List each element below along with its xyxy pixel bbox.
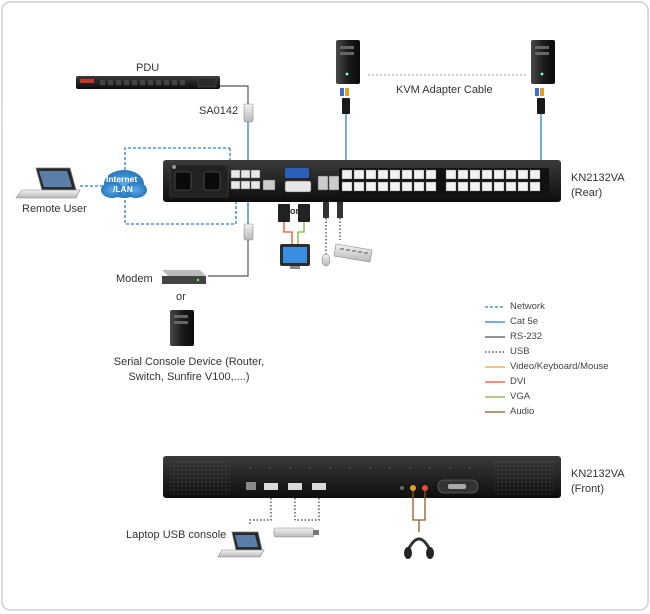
sa0142-label: SA0142 xyxy=(199,105,239,117)
legend-rs232: RS-232 xyxy=(510,331,543,342)
kvm-adapter-cable-left xyxy=(340,88,350,163)
pdu-rs232-cable xyxy=(220,85,249,104)
keyboard-icon xyxy=(333,243,373,263)
legend-vga: VGA xyxy=(510,391,531,402)
modem-rs232-cable xyxy=(208,240,249,277)
legend-audio: Audio xyxy=(510,406,535,417)
modem-label: Modem xyxy=(116,273,153,285)
legend-video-keyboard-mouse: Video/Keyboard/Mouse xyxy=(510,361,609,372)
network-dashed-path xyxy=(124,147,237,225)
pdu-label: PDU xyxy=(136,62,160,74)
kn2132va-rear-unit xyxy=(163,160,561,202)
pdu-device xyxy=(76,76,220,89)
rear-suffix-label: (Rear) xyxy=(571,187,603,199)
legend-dvi: DVI xyxy=(510,376,526,387)
headset-icon xyxy=(404,537,434,559)
legend-cat5e: Cat 5e xyxy=(510,316,538,327)
or-label-modem: or xyxy=(176,291,186,303)
server-right-icon xyxy=(531,40,555,84)
internet-cloud-icon xyxy=(101,170,147,198)
legend-network: Network xyxy=(510,301,545,312)
monitor-icon xyxy=(280,244,310,269)
console-connectors xyxy=(278,202,343,256)
rear-model-label: KN2132VA xyxy=(571,172,625,184)
legend-usb: USB xyxy=(510,346,530,357)
kvm-adapter-label: KVM Adapter Cable xyxy=(396,84,493,96)
remote-user-laptop-icon xyxy=(15,167,81,199)
serial-console-label-2: Switch, Sunfire V100,....) xyxy=(128,371,250,383)
laptop-usb-console-icon xyxy=(217,531,265,558)
or-label-console: or xyxy=(290,206,299,216)
internet-label: Internet xyxy=(106,174,138,184)
front-usb-cable-2 xyxy=(295,498,320,521)
lan-label: /LAN xyxy=(113,184,133,194)
remote-user-label: Remote User xyxy=(22,203,87,215)
sa0142-adapter-top xyxy=(243,103,254,123)
server-left-icon xyxy=(336,40,360,84)
usb-stick-icon xyxy=(273,527,319,538)
kvm-adapter-cable-right xyxy=(535,88,545,163)
kn2132va-front-unit xyxy=(163,456,561,498)
laptop-usb-console-label: Laptop USB console xyxy=(126,529,227,541)
serial-console-tower-icon xyxy=(170,310,194,346)
mouse-icon xyxy=(321,253,331,267)
front-model-label: KN2132VA xyxy=(571,468,625,480)
front-usb-laptop-cable xyxy=(249,498,272,526)
modem-icon xyxy=(162,270,206,284)
front-suffix-label: (Front) xyxy=(571,483,604,495)
legend-lines xyxy=(485,306,505,413)
serial-console-label-1: Serial Console Device (Router, xyxy=(113,356,265,368)
sa0142-adapter-bottom xyxy=(243,223,254,241)
